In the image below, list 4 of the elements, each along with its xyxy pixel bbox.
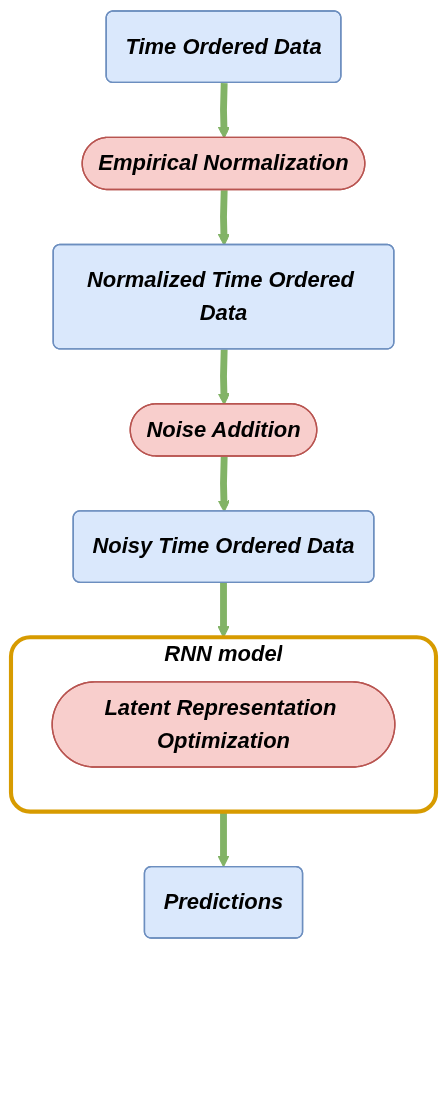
arrow bbox=[217, 811, 230, 868]
arrow bbox=[217, 190, 230, 246]
arrow bbox=[217, 349, 230, 405]
arrow bbox=[217, 83, 230, 139]
